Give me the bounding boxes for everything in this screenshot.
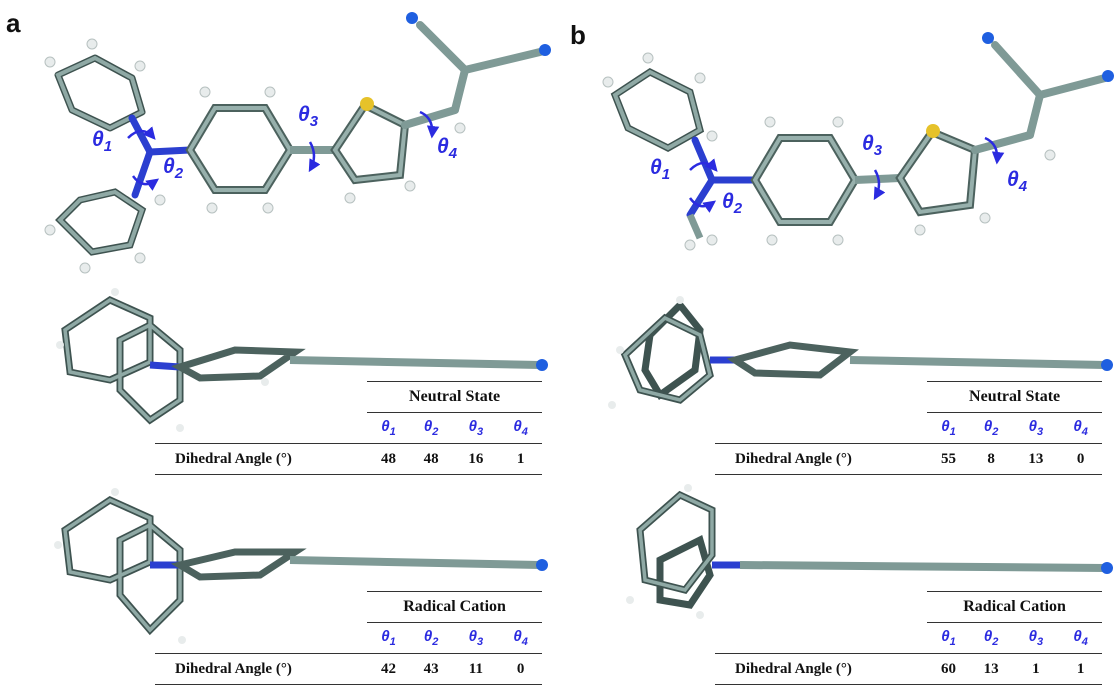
panel-a-top-structure [44,12,551,274]
theta-3-value: 1 [1012,653,1060,685]
theta-2-header: θ2 [423,628,439,648]
theta-4-value: 0 [1059,443,1102,475]
table-b-neutral: Neutral State θ1 θ2 θ3 θ4 Dihedral Angle… [715,381,1102,475]
theta-2-header: θ2 [983,418,999,438]
theta-4-value: 0 [499,653,542,685]
theta-4-header: θ4 [1073,628,1088,648]
table-title: Radical Cation [367,591,542,623]
panel-label-a: a [6,8,21,38]
theta-3-header: θ3 [1028,628,1044,648]
theta-3-header: θ3 [1028,418,1044,438]
panel-b-cation-side-view [626,484,1113,619]
theta-2-label-a: θ2 [163,155,184,183]
table-a-neutral: Neutral State θ1 θ2 θ3 θ4 Dihedral Angle… [155,381,542,475]
theta-2-value: 48 [409,443,453,475]
panel-b-top-structure [602,32,1114,251]
theta-1-header: θ1 [381,628,396,648]
theta-3-value: 13 [1012,443,1060,475]
theta-3-value: 16 [452,443,500,475]
theta-1-value: 55 [927,443,970,475]
theta-2-header: θ2 [983,628,999,648]
theta-1-header: θ1 [941,628,956,648]
table-title: Neutral State [367,381,542,413]
theta-1-label-b: θ1 [650,156,671,184]
theta-2-label-b: θ2 [722,190,743,218]
theta-1-header: θ1 [381,418,396,438]
theta-4-header: θ4 [513,418,528,438]
theta-4-header: θ4 [1073,418,1088,438]
theta-4-value: 1 [1059,653,1102,685]
theta-3-value: 11 [452,653,500,685]
panel-b-neutral-side-view [608,296,1113,409]
table-a-cation: Radical Cation θ1 θ2 θ3 θ4 Dihedral Angl… [155,591,542,685]
panel-a-cation-side-view [54,488,548,644]
theta-1-value: 48 [367,443,410,475]
theta-1-label-a: θ1 [92,128,113,156]
theta-1-value: 42 [367,653,410,685]
panel-label-b: b [570,20,586,50]
table-title: Radical Cation [927,591,1102,623]
theta-2-header: θ2 [423,418,439,438]
row-label: Dihedral Angle (°) [155,653,368,685]
theta-3-label-a: θ3 [298,103,319,131]
theta-1-value: 60 [927,653,970,685]
table-b-cation: Radical Cation θ1 θ2 θ3 θ4 Dihedral Angl… [715,591,1102,685]
panel-a-neutral-side-view [56,288,548,432]
theta-2-value: 8 [969,443,1013,475]
theta-4-value: 1 [499,443,542,475]
theta-3-header: θ3 [468,628,484,648]
theta-3-header: θ3 [468,418,484,438]
theta-2-value: 13 [969,653,1013,685]
theta-4-label-a: θ4 [437,135,458,163]
theta-1-header: θ1 [941,418,956,438]
theta-4-label-b: θ4 [1007,168,1028,196]
theta-4-header: θ4 [513,628,528,648]
row-label: Dihedral Angle (°) [715,443,928,475]
theta-3-label-b: θ3 [862,132,883,160]
theta-2-value: 43 [409,653,453,685]
row-label: Dihedral Angle (°) [715,653,928,685]
row-label: Dihedral Angle (°) [155,443,368,475]
table-title: Neutral State [927,381,1102,413]
